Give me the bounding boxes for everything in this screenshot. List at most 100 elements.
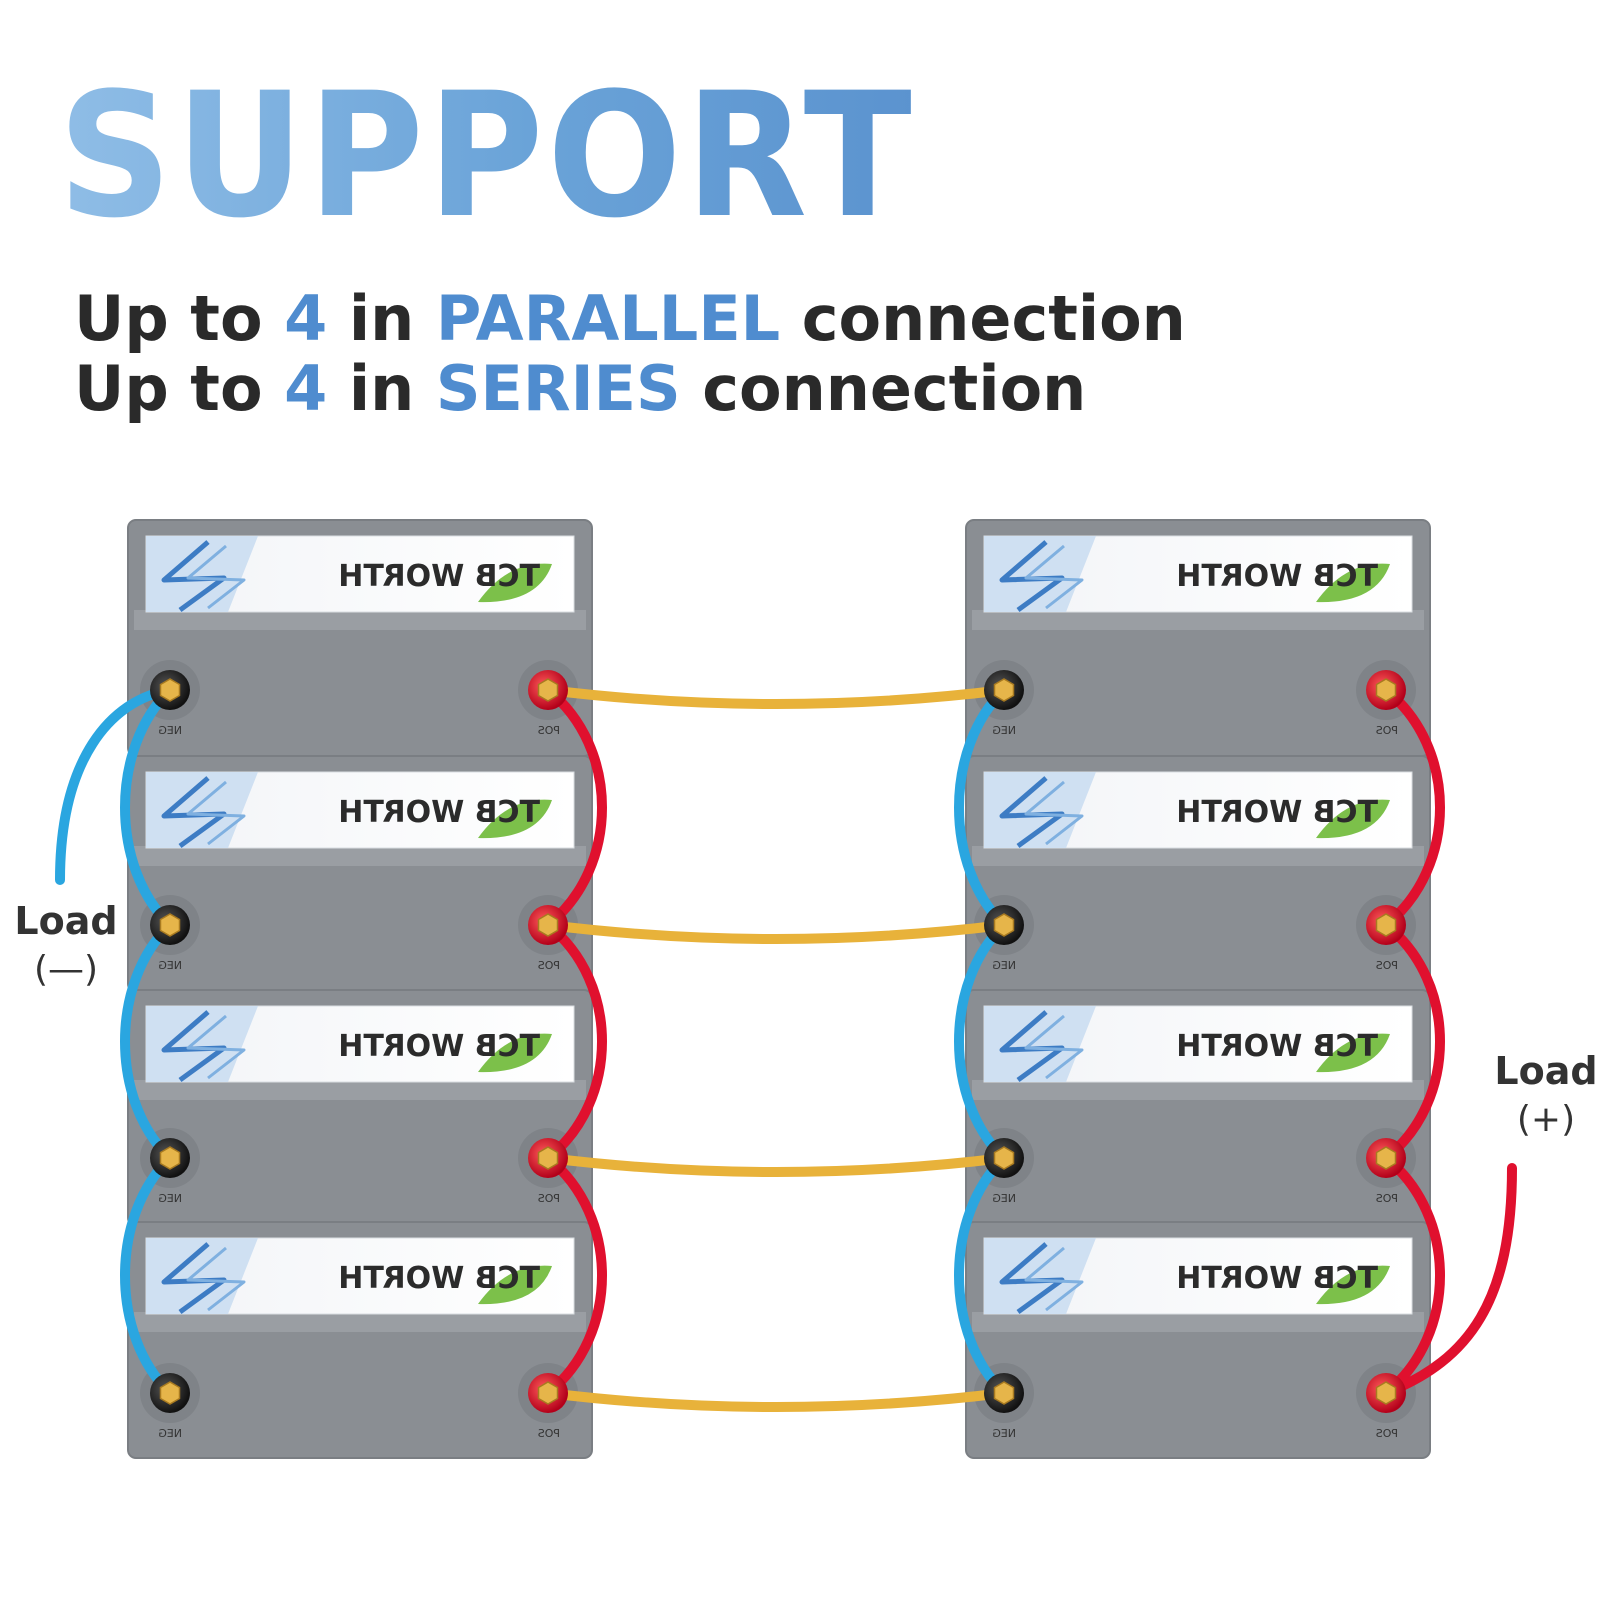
lightning-icon xyxy=(186,1246,246,1312)
terminal-nut xyxy=(159,913,181,937)
battery-lid-ridge xyxy=(972,610,1424,630)
series-count: 4 xyxy=(284,352,328,425)
lightning-icon xyxy=(186,1014,246,1080)
battery-lid-ridge xyxy=(972,846,1424,866)
link-cable xyxy=(543,920,1009,944)
lightning-icon xyxy=(186,780,246,846)
terminal-nut xyxy=(159,1381,181,1405)
link-cable xyxy=(543,685,1009,709)
load-positive-cable xyxy=(1381,1163,1517,1398)
label-graphic xyxy=(984,1006,1096,1082)
line-suffix: connection xyxy=(780,282,1186,355)
battery-brand-text: TCB WORTH xyxy=(338,559,540,594)
leaf-icon xyxy=(478,1265,552,1305)
label-graphic xyxy=(146,1238,258,1314)
terminal-nut xyxy=(1375,1381,1397,1405)
neg-terminal-label: NEG xyxy=(158,1427,182,1440)
terminal-nut xyxy=(537,1381,559,1405)
page-title: SUPPORT xyxy=(58,55,916,256)
label-graphic xyxy=(146,772,258,848)
line-suffix: connection xyxy=(680,352,1087,425)
positive-cable xyxy=(1381,685,1445,930)
battery: TCB WORTH NEG POS xyxy=(127,1221,593,1459)
load-negative-cable xyxy=(55,685,175,885)
label-graphic xyxy=(984,1238,1096,1314)
battery: TCB WORTH NEG POS xyxy=(127,519,593,757)
series-keyword: SERIES xyxy=(435,352,681,425)
link-cable xyxy=(543,1388,1009,1412)
pos-terminal-label: POS xyxy=(538,1427,560,1440)
neg-terminal-label: NEG xyxy=(992,1192,1016,1205)
battery-brand-text: TCB WORTH xyxy=(1176,795,1378,830)
terminal-nut xyxy=(1375,913,1397,937)
battery: TCB WORTH NEG POS xyxy=(965,519,1431,757)
battery-brand-text: TCB WORTH xyxy=(338,1029,540,1064)
battery-brand-text: TCB WORTH xyxy=(1176,1261,1378,1296)
pos-terminal-label: POS xyxy=(538,1192,560,1205)
label-graphic xyxy=(984,536,1096,612)
battery-brand-text: TCB WORTH xyxy=(1176,1029,1378,1064)
terminal-nut xyxy=(537,913,559,937)
battery: TCB WORTH NEG POS xyxy=(127,989,593,1227)
battery-brand-text: TCB WORTH xyxy=(1176,559,1378,594)
neg-terminal-label: NEG xyxy=(992,1427,1016,1440)
lightning-icon xyxy=(1024,544,1084,610)
terminal-nut xyxy=(1375,678,1397,702)
leaf-icon xyxy=(1316,799,1390,839)
cables xyxy=(55,685,1517,1412)
line-prefix: Up to xyxy=(74,282,285,355)
lightning-icon xyxy=(1024,780,1084,846)
negative-cable xyxy=(120,1153,175,1398)
negative-cable xyxy=(954,1153,1009,1398)
load-negative-label: Load (—) xyxy=(14,902,118,988)
leaf-icon xyxy=(1316,563,1390,603)
positive-cable xyxy=(543,1153,607,1398)
label-graphic xyxy=(984,772,1096,848)
terminal-nut xyxy=(537,678,559,702)
link-cable xyxy=(543,1153,1009,1177)
neg-terminal-label: NEG xyxy=(158,959,182,972)
terminal-nut xyxy=(159,1146,181,1170)
parallel-count: 4 xyxy=(284,282,328,355)
battery-lid-ridge xyxy=(134,1080,586,1100)
battery-lid-ridge xyxy=(134,610,586,630)
pos-terminal-label: POS xyxy=(1376,724,1398,737)
leaf-icon xyxy=(1316,1033,1390,1073)
line-prefix: Up to xyxy=(74,352,285,425)
leaf-icon xyxy=(478,563,552,603)
battery-brand-text: TCB WORTH xyxy=(338,1261,540,1296)
load-negative-word: Load xyxy=(14,899,118,943)
battery-brand-text: TCB WORTH xyxy=(338,795,540,830)
neg-terminal-label: NEG xyxy=(158,724,182,737)
terminal-nut xyxy=(993,1146,1015,1170)
battery: TCB WORTH NEG POS xyxy=(127,755,593,993)
parallel-capacity-line: Up to 4 in PARALLEL connection xyxy=(74,288,1186,350)
negative-cable xyxy=(120,920,175,1163)
battery-lid-ridge xyxy=(134,846,586,866)
battery: TCB WORTH NEG POS xyxy=(965,989,1431,1227)
lightning-icon xyxy=(1024,1246,1084,1312)
terminal-nut xyxy=(537,1146,559,1170)
parallel-keyword: PARALLEL xyxy=(435,282,781,355)
positive-cable xyxy=(543,685,607,930)
lightning-icon xyxy=(1024,1014,1084,1080)
load-positive-label: Load (+) xyxy=(1494,1052,1598,1138)
series-capacity-line: Up to 4 in SERIES connection xyxy=(74,358,1086,420)
terminal-nut xyxy=(993,913,1015,937)
neg-terminal-label: NEG xyxy=(158,1192,182,1205)
negative-cable xyxy=(954,685,1009,930)
neg-terminal-label: NEG xyxy=(992,724,1016,737)
battery-lid-ridge xyxy=(972,1312,1424,1332)
pos-terminal-label: POS xyxy=(538,959,560,972)
terminals xyxy=(150,670,1406,1413)
negative-cable xyxy=(120,685,175,930)
label-graphic xyxy=(146,1006,258,1082)
load-negative-sign: (—) xyxy=(33,949,99,990)
label-graphic xyxy=(146,536,258,612)
pos-terminal-label: POS xyxy=(538,724,560,737)
positive-cable xyxy=(1381,920,1445,1163)
pos-terminal-label: POS xyxy=(1376,1192,1398,1205)
